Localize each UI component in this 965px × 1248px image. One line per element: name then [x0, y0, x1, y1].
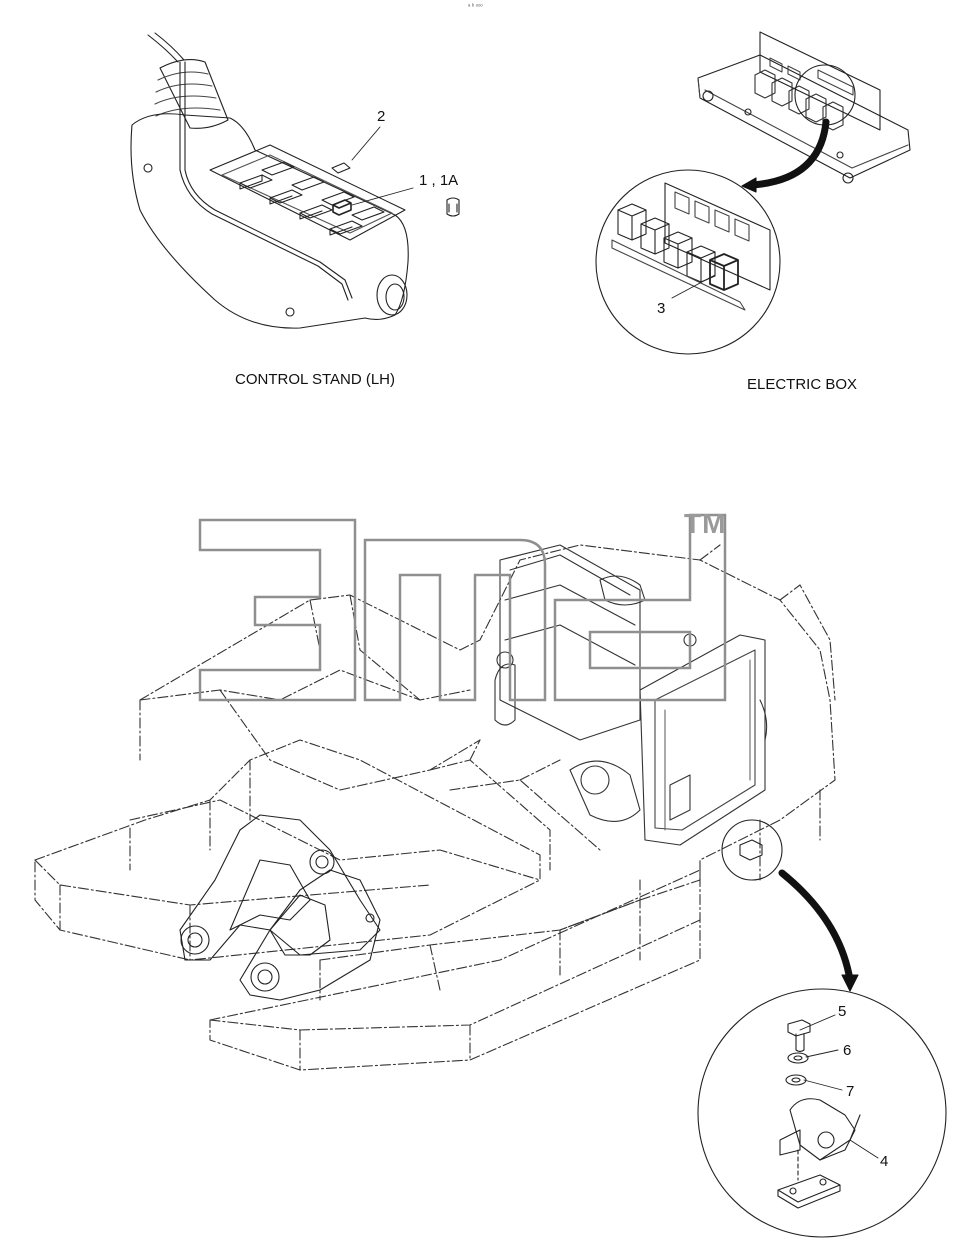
callout-4: 4 — [880, 1153, 889, 1170]
callout-5: 5 — [838, 1003, 847, 1020]
caption-electric-box: ELECTRIC BOX — [747, 376, 858, 393]
caption-control-stand: CONTROL STAND (LH) — [235, 371, 396, 388]
callout-7: 7 — [846, 1083, 855, 1100]
mount-detail-drawing — [697, 819, 947, 1238]
upper-structure-drawing — [34, 544, 836, 1071]
header-code: ᵃ ᵇ ᵒᵒᵒ — [468, 4, 483, 10]
electric-box-drawing — [595, 31, 911, 355]
callout-1-1a: 1 , 1A — [419, 172, 459, 189]
watermark-trademark: TM — [684, 508, 727, 539]
callout-3: 3 — [657, 300, 666, 317]
engine-drawing — [494, 544, 768, 846]
callout-2: 2 — [377, 108, 386, 125]
control-stand-drawing — [130, 32, 460, 329]
watermark-logo — [198, 513, 727, 702]
callout-6: 6 — [843, 1042, 852, 1059]
boom-foot-drawing — [179, 814, 381, 1001]
